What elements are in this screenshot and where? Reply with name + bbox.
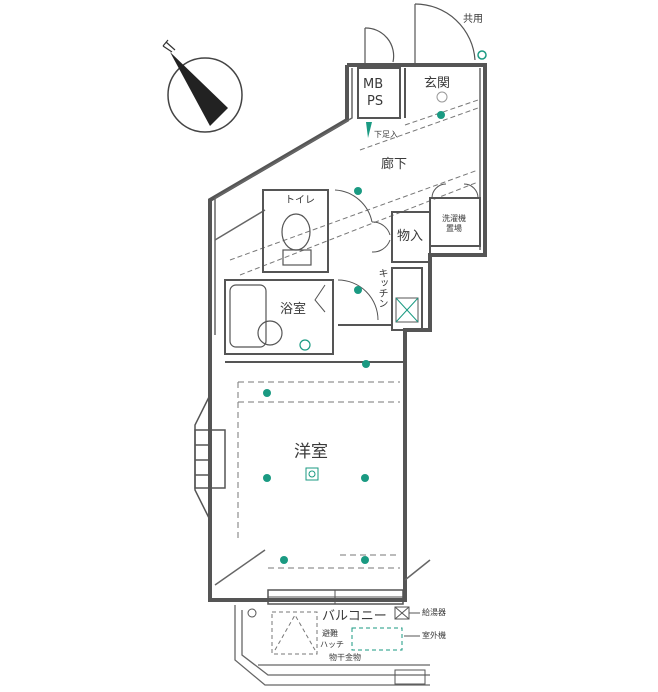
outlet (361, 556, 369, 564)
label-balcony: バルコニー (322, 609, 387, 624)
label-hallway: 廊下 (381, 157, 408, 172)
light-fixture (354, 187, 362, 195)
label-kitchen: キッチン (376, 268, 387, 308)
bay-window (194, 394, 226, 521)
label-shoe-box: 下足入 (374, 130, 398, 139)
label-western-room: 洋室 (294, 442, 328, 462)
light-fixture (263, 389, 271, 397)
label-bathroom: 浴室 (280, 302, 307, 317)
label-toilet: トイレ (285, 195, 315, 206)
label-common: 共用 (463, 14, 483, 25)
label-ps: PS (367, 94, 384, 109)
exterior-walls (208, 63, 487, 602)
balcony-outline (234, 605, 430, 686)
label-washer-line2: 置場 (446, 224, 462, 233)
label-entrance: 玄関 (424, 76, 451, 91)
label-washer-line1: 洗濯機 (442, 214, 466, 223)
label-mb: MB (363, 77, 384, 92)
outlet (263, 474, 271, 482)
label-drying-rack: 物干金物 (329, 653, 361, 662)
light-fixture (354, 286, 362, 294)
label-escape-hatch-2: ハッチ (320, 640, 344, 649)
label-water-heater: 給湯器 (422, 608, 446, 617)
entrance-doors (364, 3, 476, 65)
outlet (361, 474, 369, 482)
outlet (280, 556, 288, 564)
label-storage: 物入 (397, 229, 424, 244)
light-fixture (362, 360, 370, 368)
label-escape-hatch-1: 避難 (322, 629, 338, 638)
label-outdoor-unit: 室外機 (422, 631, 446, 640)
light-fixture (437, 111, 445, 119)
north-arrow-icon (162, 39, 243, 133)
